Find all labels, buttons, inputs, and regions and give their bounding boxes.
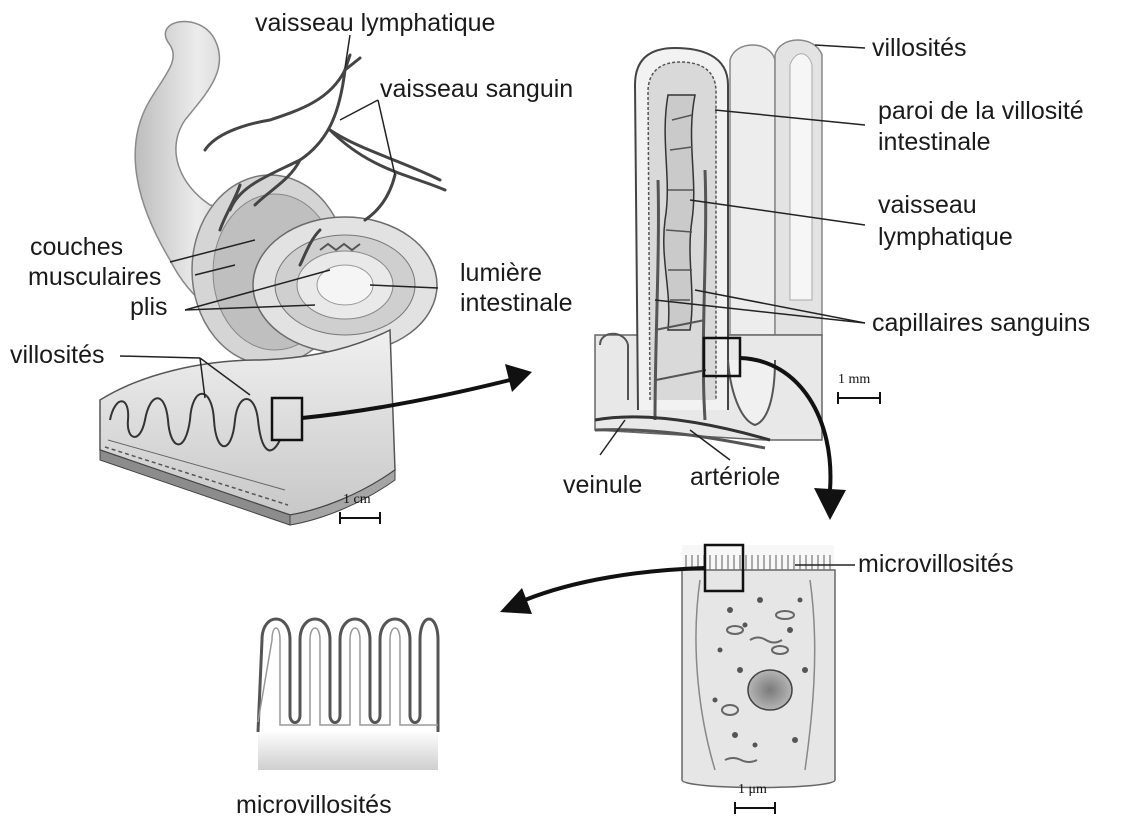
scale-label-cm: 1 cm	[343, 492, 371, 508]
label-microvilli-bottom: microvillosités	[236, 790, 392, 820]
label-blood-capillaries: capillaires sanguins	[872, 308, 1090, 338]
label-lymphatic-vessel-right-line1: vaisseau	[878, 190, 977, 220]
label-arteriole: artériole	[690, 462, 780, 492]
scale-bar-um	[735, 802, 775, 814]
villus-section	[595, 40, 822, 448]
label-muscle-layers-line1: couches	[30, 232, 123, 262]
label-villi-right: villosités	[872, 33, 966, 63]
label-lumen-line1: lumière	[460, 258, 542, 288]
label-lymphatic-vessel-top: vaisseau lymphatique	[255, 8, 495, 38]
label-blood-vessel: vaisseau sanguin	[380, 74, 573, 104]
label-folds: plis	[130, 292, 168, 322]
label-lumen-line2: intestinale	[460, 288, 573, 318]
label-venule: veinule	[563, 470, 642, 500]
microvilli-closeup	[258, 619, 438, 770]
scale-bar-mm	[838, 392, 880, 404]
label-villi-left: villosités	[10, 340, 104, 370]
scale-label-um: 1 μm	[738, 782, 767, 798]
scale-bar-cm	[340, 512, 380, 524]
label-lymphatic-vessel-right-line2: lymphatique	[878, 222, 1013, 252]
label-villus-wall-line2: intestinale	[878, 127, 991, 157]
label-microvilli-right: microvillosités	[858, 549, 1014, 579]
scale-label-mm: 1 mm	[838, 372, 870, 388]
label-muscle-layers-line2: musculaires	[28, 262, 161, 292]
label-villus-wall-line1: paroi de la villosité	[878, 96, 1084, 126]
epithelial-cell	[682, 545, 835, 788]
arrow-to-microvilli	[525, 568, 705, 600]
